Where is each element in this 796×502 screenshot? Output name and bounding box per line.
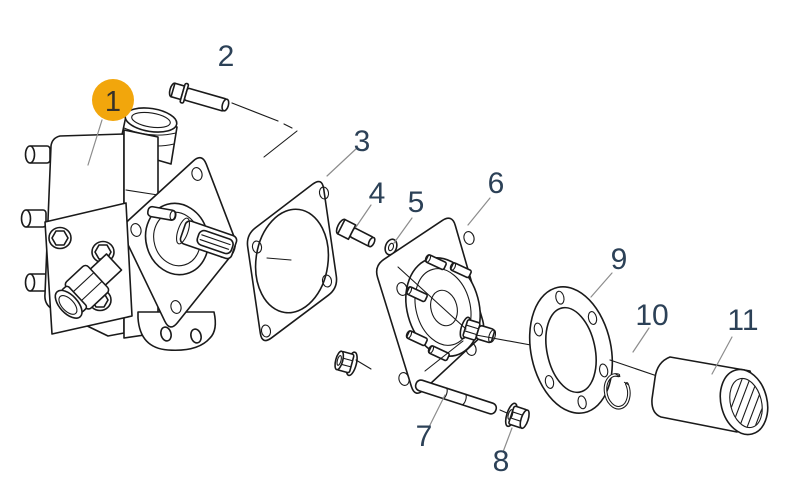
spline-coupling: [651, 356, 769, 436]
pump-dowel-pin: [146, 205, 177, 221]
callout-1-badge[interactable]: 1: [92, 79, 134, 121]
hex-bolt: [48, 226, 72, 250]
assembly-axis-lines: [231, 102, 298, 158]
pump-bottom-lugs: [137, 311, 217, 352]
callout-6[interactable]: 6: [488, 167, 505, 200]
callout-10[interactable]: 10: [635, 299, 668, 332]
adapter-flange: [375, 217, 497, 394]
callout-8[interactable]: 8: [493, 445, 510, 478]
pump-gasket: [246, 180, 338, 342]
flange-studs: [405, 254, 472, 362]
callout-9[interactable]: 9: [611, 243, 628, 276]
flange-nut: [504, 402, 530, 430]
snap-ring: [603, 373, 631, 410]
callout-leader-lines: [87, 119, 733, 453]
pump-splined-shaft: [175, 217, 238, 260]
flange-nut-left: [334, 350, 358, 377]
round-gasket: [528, 286, 614, 414]
socket-bolt: [335, 218, 376, 248]
highlight-circle[interactable]: [92, 79, 134, 121]
callout-1[interactable]: 1: [105, 86, 121, 118]
pump-assembly: [20, 107, 238, 352]
callout-4[interactable]: 4: [369, 177, 386, 210]
stud: [414, 379, 498, 415]
mounting-bolt: [168, 82, 230, 112]
callout-3[interactable]: 3: [354, 125, 371, 158]
callout-11[interactable]: 11: [727, 304, 758, 337]
pump-inlet-fitting: [54, 253, 123, 319]
callout-7[interactable]: 7: [416, 420, 433, 453]
callout-2[interactable]: 2: [218, 40, 235, 73]
callout-5[interactable]: 5: [408, 186, 425, 219]
